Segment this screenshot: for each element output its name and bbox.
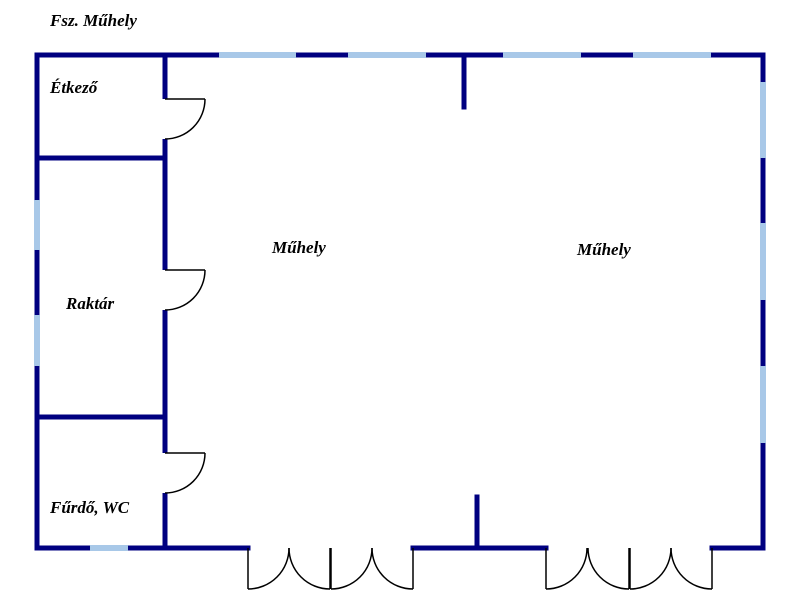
door-swing-arc bbox=[164, 269, 206, 311]
interior-doors bbox=[161, 98, 206, 494]
gates bbox=[247, 547, 713, 590]
room-label-etkezo: Étkező bbox=[50, 78, 98, 97]
walls bbox=[34, 52, 766, 551]
gate-swing-arc bbox=[371, 547, 414, 590]
floor-title: Fsz. Műhely bbox=[50, 11, 137, 30]
gate-swing-arc bbox=[247, 547, 290, 590]
door-swing-arc bbox=[164, 98, 206, 140]
room-label-furdo-wc: Fűrdő, WC bbox=[50, 498, 130, 517]
gate-swing-arc bbox=[330, 547, 373, 590]
room-label-muhely-right: Műhely bbox=[577, 240, 631, 259]
room-label-raktar: Raktár bbox=[66, 294, 115, 313]
gate-swing-arc bbox=[587, 547, 630, 590]
gate-swing-arc bbox=[545, 547, 588, 590]
door-swing-arc bbox=[164, 452, 206, 494]
gate-swing-arc bbox=[670, 547, 713, 590]
windows bbox=[34, 52, 766, 551]
gate-swing-arc bbox=[288, 547, 331, 590]
gate-swing-arc bbox=[629, 547, 672, 590]
room-label-muhely-left: Műhely bbox=[272, 238, 326, 257]
